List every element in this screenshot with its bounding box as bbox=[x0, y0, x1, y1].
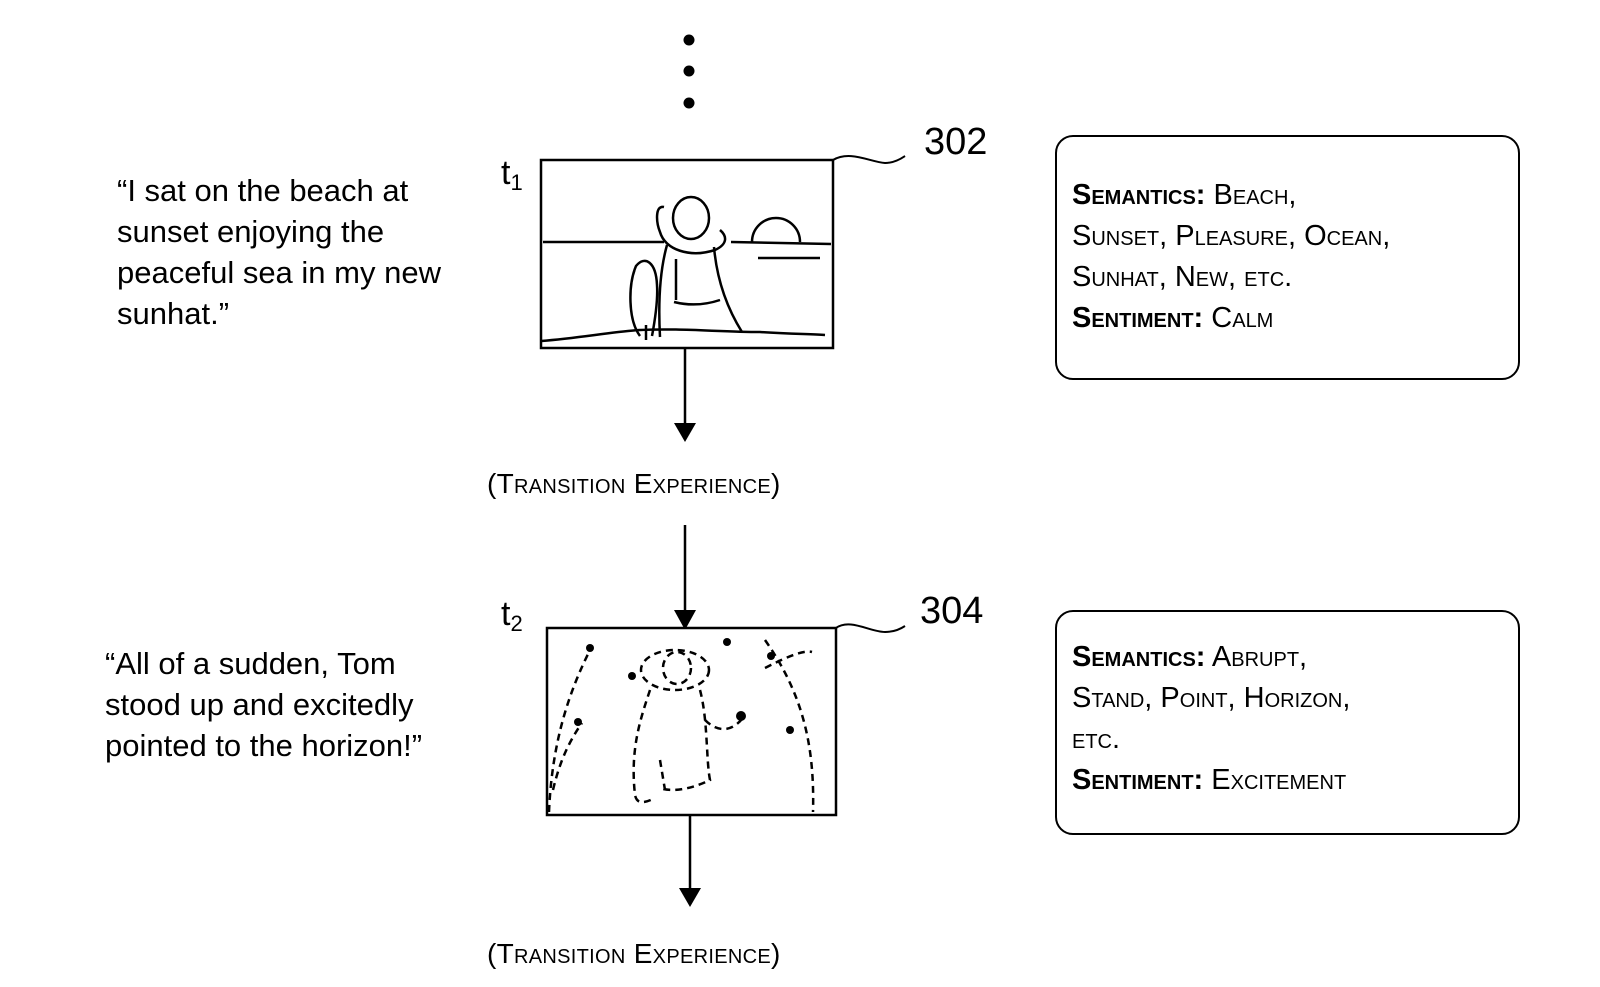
semantics-line-2: Sunset, Pleasure, Ocean, bbox=[1072, 220, 1391, 252]
semantics-line-1: Semantics: Beach, bbox=[1072, 175, 1390, 216]
frame-302-quote: “I sat on the beach at sunset enjoying t… bbox=[117, 173, 441, 331]
sentiment-label: Sentiment: bbox=[1072, 302, 1204, 334]
arrow-down-1 bbox=[674, 348, 696, 442]
semantics-line-3: Sunhat, New, etc. bbox=[1072, 261, 1293, 293]
time-label-sub: 2 bbox=[510, 611, 523, 636]
frame-304-analysis-text: Semantics: Abrupt, Stand, Point, Horizon… bbox=[1072, 637, 1350, 801]
sentiment-label: Sentiment: bbox=[1072, 764, 1204, 796]
time-label-text: t bbox=[501, 154, 511, 192]
frame-304-ref-number: 304 bbox=[920, 590, 984, 632]
frame-302-time-label: t1 bbox=[501, 154, 523, 196]
sentiment-line: Sentiment: Calm bbox=[1072, 298, 1390, 339]
semantics-value: Beach, bbox=[1213, 179, 1297, 211]
arrow-down-2 bbox=[674, 525, 696, 630]
time-label-text: t bbox=[501, 595, 511, 633]
semantics-label: Semantics: bbox=[1072, 641, 1206, 673]
semantics-value: Abrupt, bbox=[1211, 641, 1308, 673]
frame-304-time-label: t2 bbox=[501, 595, 523, 637]
transition-label-1: (Transition Experience) bbox=[487, 468, 781, 499]
semantics-line-3: etc. bbox=[1072, 723, 1121, 755]
frame-302-analysis-text: Semantics: Beach, Sunset, Pleasure, Ocea… bbox=[1072, 175, 1390, 339]
sentiment-line: Sentiment: Excitement bbox=[1072, 760, 1350, 801]
semantics-label: Semantics: bbox=[1072, 179, 1206, 211]
frame-302-ref-number: 302 bbox=[924, 121, 988, 163]
frame-302-image bbox=[539, 155, 906, 350]
arrow-down-3 bbox=[679, 815, 701, 907]
transition-label-2: (Transition Experience) bbox=[487, 938, 781, 969]
sentiment-value: Excitement bbox=[1211, 764, 1347, 796]
semantics-line-1: Semantics: Abrupt, bbox=[1072, 637, 1350, 678]
person-sitting-icon bbox=[629, 195, 744, 340]
frame-304-image bbox=[545, 623, 906, 817]
vertical-ellipsis-icon bbox=[683, 34, 695, 109]
frame-304-analysis-box: Semantics: Abrupt, Stand, Point, Horizon… bbox=[1055, 610, 1520, 835]
frame-304-quote: “All of a sudden, Tom stood up and excit… bbox=[105, 646, 423, 763]
semantics-line-2: Stand, Point, Horizon, bbox=[1072, 682, 1351, 714]
frame-302-analysis-box: Semantics: Beach, Sunset, Pleasure, Ocea… bbox=[1055, 135, 1520, 380]
sentiment-value: Calm bbox=[1211, 302, 1274, 334]
time-label-sub: 1 bbox=[510, 170, 523, 195]
sparkle-icons bbox=[574, 638, 794, 734]
